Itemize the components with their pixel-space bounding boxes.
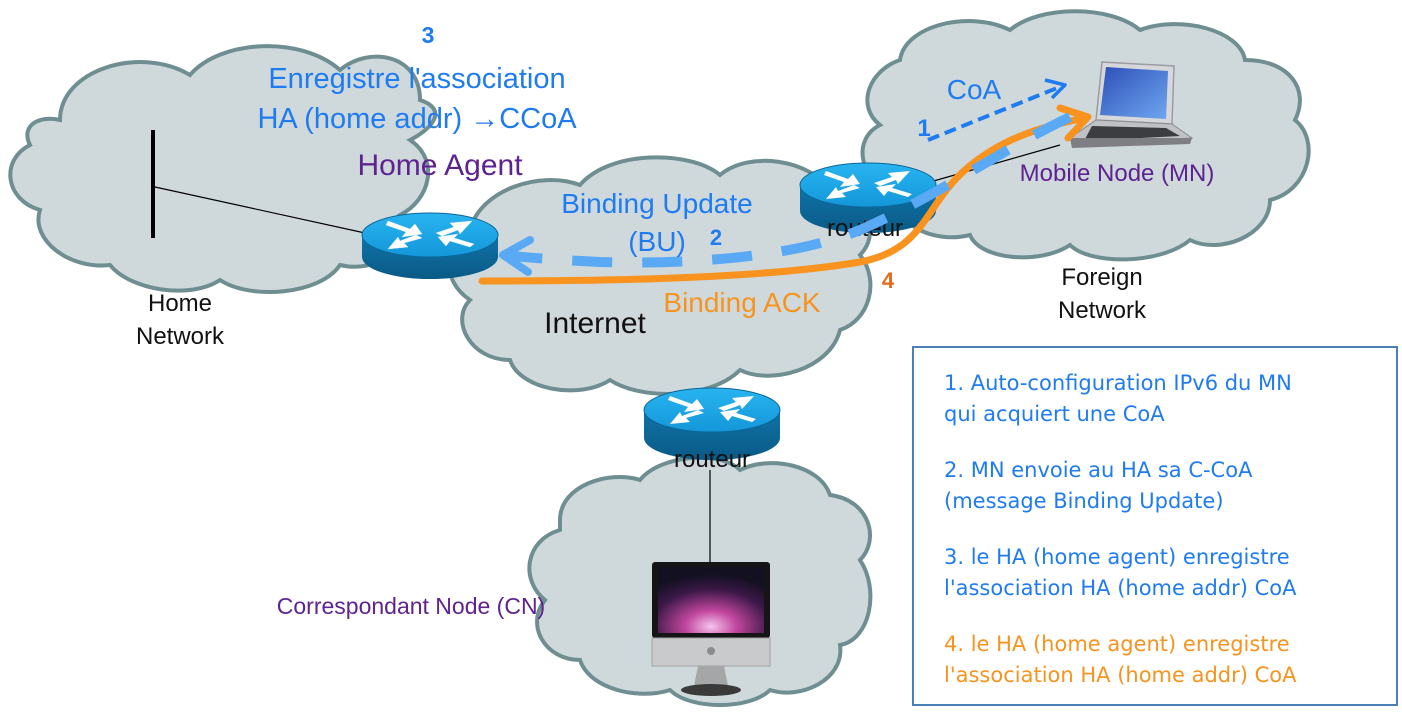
legend-item-2: 2. MN envoie au HA sa C-CoA (message Bin… (944, 455, 1396, 517)
legend-item-2-line1: 2. MN envoie au HA sa C-CoA (944, 458, 1253, 482)
binding-ack-label: Binding ACK (663, 287, 821, 318)
legend-item-3-line1: 3. le HA (home agent) enregistre (944, 545, 1290, 569)
coa-arrow (927, 78, 1067, 142)
step4-number: 4 (882, 268, 895, 293)
legend-item-1-line2: qui acquiert une CoA (944, 402, 1165, 426)
binding-update-label-line1: Binding Update (561, 188, 752, 219)
desktop-computer-icon (651, 562, 771, 696)
home-link (154, 186, 366, 234)
foreign-network-label-line2: Network (1058, 297, 1147, 324)
step3-number: 3 (422, 22, 435, 48)
mobile-node[interactable] (1069, 61, 1194, 148)
laptop-icon (1069, 61, 1194, 148)
correspondent-node[interactable] (651, 562, 771, 696)
binding-update-label-line2: (BU) (628, 226, 686, 257)
foreign-network-label-line1: Foreign (1061, 264, 1142, 291)
legend-item-3-line2: l'association HA (home addr) CoA (944, 576, 1297, 600)
foreign-router[interactable]: routeur (799, 162, 937, 242)
home-network-label-line2: Network (136, 323, 225, 350)
foreign-link (929, 144, 1061, 183)
legend-item-4-line1: 4. le HA (home agent) enregistre (944, 632, 1290, 656)
home-agent-router[interactable] (361, 212, 499, 279)
legend-item-4: 4. le HA (home agent) enregistre l'assoc… (944, 629, 1396, 691)
binding-ack-arrow (478, 104, 1092, 285)
coa-label: CoA (947, 74, 1002, 105)
step3-line2: HA (home addr) →CCoA (257, 103, 577, 135)
mobile-node-label: Mobile Node (MN) (1020, 160, 1215, 187)
router-icon (361, 212, 499, 279)
step3-line1: Enregistre l'association (268, 63, 565, 95)
legend-item-2-line2: (message Binding Update) (944, 489, 1224, 513)
steps-legend: 1. Auto-configuration IPv6 du MN qui acq… (912, 346, 1398, 706)
legend-item-4-line2: l'association HA (home addr) CoA (944, 663, 1297, 687)
step2-number: 2 (710, 225, 722, 250)
correspondent-node-label: Correspondant Node (CN) (277, 593, 545, 619)
cn-router-label: routeur (674, 446, 750, 473)
legend-item-1-line1: 1. Auto-configuration IPv6 du MN (944, 371, 1292, 395)
router-icon (643, 387, 781, 460)
step1-number: 1 (917, 115, 930, 142)
cn-router[interactable]: routeur (643, 387, 781, 473)
router-icon (799, 162, 937, 233)
legend-item-3: 3. le HA (home agent) enregistre l'assoc… (944, 542, 1396, 604)
legend-item-1: 1. Auto-configuration IPv6 du MN qui acq… (944, 368, 1396, 430)
binding-update-arrow (499, 112, 1073, 276)
home-network-label-line1: Home (148, 290, 212, 317)
internet-label: Internet (544, 307, 646, 340)
home-agent-label: Home Agent (357, 149, 523, 182)
